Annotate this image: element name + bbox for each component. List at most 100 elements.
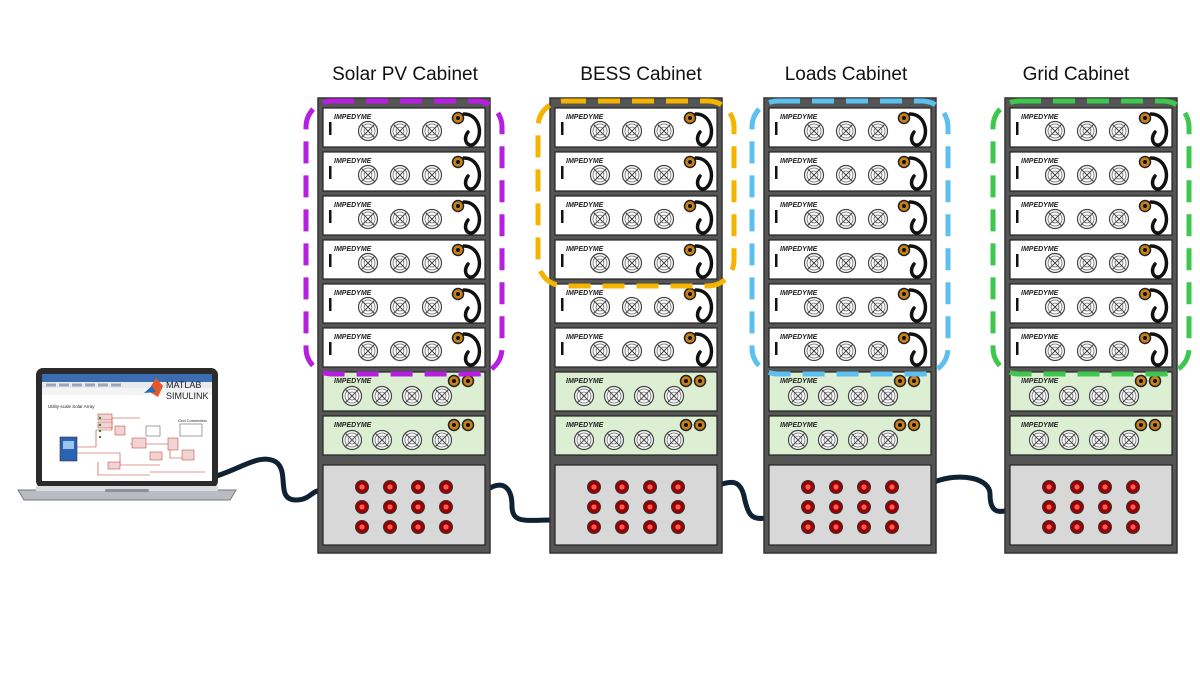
module-brand-label: IMPEDYME <box>780 422 818 429</box>
patch-cable <box>694 112 714 147</box>
fan-icon <box>803 340 825 362</box>
knob-icon <box>451 331 465 345</box>
terminal-icon <box>383 520 397 534</box>
patch-cable <box>462 244 482 279</box>
knob-icon <box>451 243 465 257</box>
module-brand-label: IMPEDYME <box>1021 114 1059 121</box>
patch-cable <box>908 332 928 367</box>
fan-icon <box>421 164 443 186</box>
knob-icon <box>683 287 697 301</box>
loads-cabinet-title: Loads Cabinet <box>784 64 908 85</box>
patch-cable <box>462 200 482 235</box>
terminal-icon <box>857 480 871 494</box>
module-brand-label: IMPEDYME <box>334 378 372 385</box>
power-switch <box>561 122 564 135</box>
cabinets: IMPEDYME IMPEDYME IMPEDYME IMPEDYME IMPEDYME… <box>303 97 1192 554</box>
amplifier-module: IMPEDYME <box>768 415 932 456</box>
fan-icon <box>589 164 611 186</box>
fan-icon <box>653 296 675 318</box>
power-module: IMPEDYME <box>1009 151 1173 192</box>
module-brand-label: IMPEDYME <box>566 378 604 385</box>
patch-cable <box>694 156 714 191</box>
knob-icon <box>683 331 697 345</box>
cables <box>207 456 1011 523</box>
module-brand-label: IMPEDYME <box>780 246 818 253</box>
power-switch <box>1016 298 1019 311</box>
knob-icon <box>447 418 461 432</box>
patch-cable <box>462 288 482 323</box>
power-module: IMPEDYME <box>322 195 486 236</box>
knob-icon <box>893 374 907 388</box>
knob-icon <box>451 155 465 169</box>
module-brand-label: IMPEDYME <box>780 114 818 121</box>
terminal-icon <box>1070 520 1084 534</box>
power-module: IMPEDYME <box>554 195 718 236</box>
loads-cabinet: IMPEDYME IMPEDYME IMPEDYME IMPEDYME IMPEDYME… <box>749 97 951 554</box>
grid-cabinet-title: Grid Cabinet <box>1022 64 1130 85</box>
knob-icon <box>897 199 911 213</box>
module-brand-label: IMPEDYME <box>566 158 604 165</box>
fan-icon <box>803 252 825 274</box>
fan-icon <box>653 208 675 230</box>
fan-icon <box>663 429 685 451</box>
fan-icon <box>421 296 443 318</box>
knob-icon <box>451 199 465 213</box>
module-brand-label: IMPEDYME <box>566 334 604 341</box>
knob-icon <box>451 287 465 301</box>
module-brand-label: IMPEDYME <box>780 290 818 297</box>
fan-icon <box>371 385 393 407</box>
fan-icon <box>603 385 625 407</box>
fan-icon <box>1108 120 1130 142</box>
fan-icon <box>1118 385 1140 407</box>
fan-icon <box>1108 164 1130 186</box>
power-module: IMPEDYME <box>768 327 932 368</box>
fan-icon <box>633 429 655 451</box>
power-switch <box>775 254 778 267</box>
power-module: IMPEDYME <box>768 107 932 148</box>
amplifier-module: IMPEDYME <box>322 371 486 412</box>
fan-icon <box>573 385 595 407</box>
power-switch <box>775 342 778 355</box>
terminal-icon <box>615 520 629 534</box>
fan-icon <box>341 429 363 451</box>
terminal-icon <box>643 520 657 534</box>
patch-cable <box>1149 156 1169 191</box>
power-switch <box>1016 122 1019 135</box>
module-brand-label: IMPEDYME <box>1021 334 1059 341</box>
fan-icon <box>1028 429 1050 451</box>
power-module: IMPEDYME <box>322 107 486 148</box>
patch-cable <box>1149 244 1169 279</box>
power-switch <box>1016 166 1019 179</box>
fan-icon <box>867 296 889 318</box>
terminal-panel <box>322 464 486 546</box>
module-brand-label: IMPEDYME <box>1021 422 1059 429</box>
knob-icon <box>1138 199 1152 213</box>
fan-icon <box>421 208 443 230</box>
fan-icon <box>431 429 453 451</box>
terminal-icon <box>801 520 815 534</box>
patch-cable <box>1149 112 1169 147</box>
power-module: IMPEDYME <box>554 107 718 148</box>
fan-icon <box>357 164 379 186</box>
knob-icon <box>679 418 693 432</box>
fan-icon <box>1044 164 1066 186</box>
terminal-icon <box>829 480 843 494</box>
terminal-icon <box>1042 520 1056 534</box>
terminal-icon <box>439 500 453 514</box>
knob-icon <box>461 418 475 432</box>
power-module: IMPEDYME <box>554 239 718 280</box>
fan-icon <box>589 252 611 274</box>
power-switch <box>329 122 332 135</box>
fan-icon <box>421 120 443 142</box>
fan-icon <box>431 385 453 407</box>
module-brand-label: IMPEDYME <box>780 158 818 165</box>
terminal-icon <box>801 500 815 514</box>
power-module: IMPEDYME <box>768 151 932 192</box>
patch-cable <box>694 288 714 323</box>
power-module: IMPEDYME <box>768 239 932 280</box>
fan-icon <box>1076 208 1098 230</box>
power-switch <box>561 342 564 355</box>
knob-icon <box>1148 418 1162 432</box>
module-brand-label: IMPEDYME <box>566 246 604 253</box>
power-module: IMPEDYME <box>1009 239 1173 280</box>
